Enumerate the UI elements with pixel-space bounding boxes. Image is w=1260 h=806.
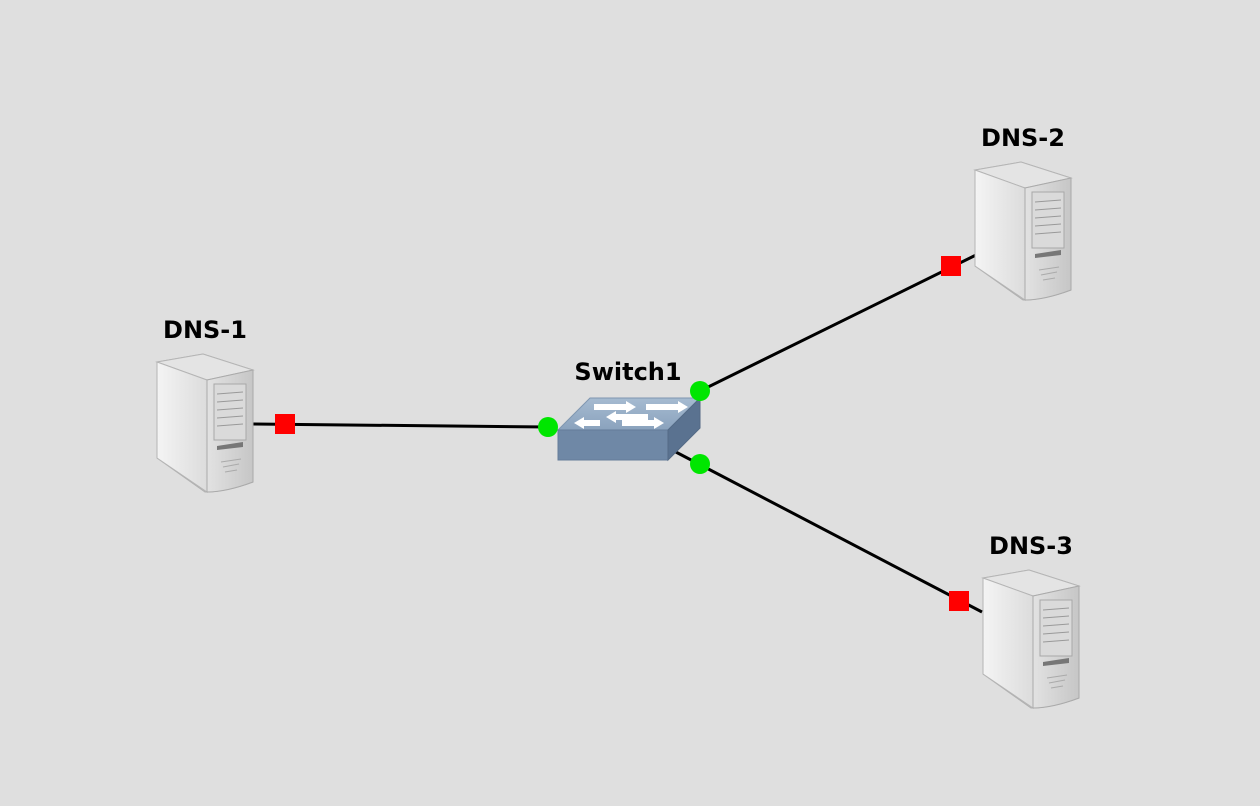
node-dns-1[interactable]: DNS-1: [156, 316, 254, 493]
links: [251, 253, 983, 614]
server-icon: [982, 569, 1080, 709]
link-switch1-dns2[interactable]: [699, 253, 977, 393]
port-indicators: [275, 256, 969, 611]
node-label-dns-3: DNS-3: [989, 532, 1073, 560]
port-status-down: [941, 256, 961, 276]
port-status-up: [690, 381, 710, 401]
link-switch1-dns3[interactable]: [671, 448, 983, 614]
link-dns1-switch1[interactable]: [251, 422, 549, 429]
port-status-up: [690, 454, 710, 474]
node-switch1[interactable]: Switch1: [556, 358, 702, 462]
port-status-up: [538, 417, 558, 437]
switch-icon: [556, 396, 702, 462]
node-dns-3[interactable]: DNS-3: [982, 532, 1080, 709]
node-label-dns-1: DNS-1: [163, 316, 247, 344]
port-status-down: [275, 414, 295, 434]
node-label-switch1: Switch1: [574, 358, 681, 386]
node-dns-2[interactable]: DNS-2: [974, 124, 1072, 301]
server-icon: [156, 353, 254, 493]
port-status-down: [949, 591, 969, 611]
server-icon: [974, 161, 1072, 301]
node-label-dns-2: DNS-2: [981, 124, 1065, 152]
